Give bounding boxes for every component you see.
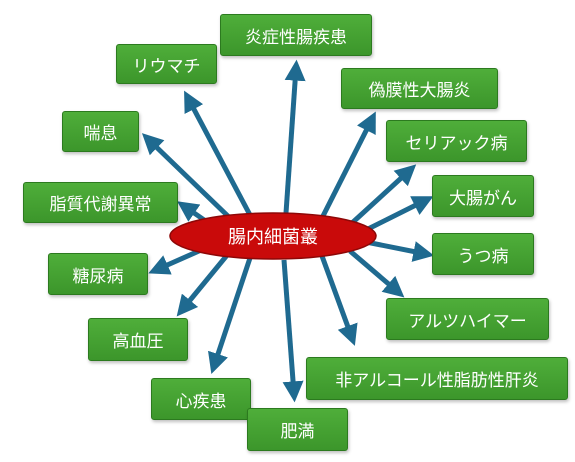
node-heart-disease: 心疾患	[151, 378, 251, 420]
node-ibd-label: 炎症性腸疾患	[245, 27, 347, 48]
node-colon-cancer-label: 大腸がん	[449, 188, 517, 209]
node-depression-label: うつ病	[457, 246, 509, 267]
node-asthma: 喘息	[62, 111, 139, 152]
arrow-to-obesity	[281, 259, 304, 403]
node-hypertension: 高血圧	[88, 318, 188, 361]
arrow-to-heart-disease	[208, 257, 253, 374]
node-asthma-label: 喘息	[83, 124, 118, 144]
node-nafld: 非アルコール性脂肪性肝炎	[306, 357, 568, 400]
node-celiac-label: セリアック病	[405, 133, 508, 154]
node-pseudomembranous-colitis: 偽膜性大腸炎	[341, 68, 498, 109]
node-diabetes-label: 糖尿病	[72, 266, 124, 287]
arrow-to-depression	[365, 239, 435, 262]
node-heart-disease-label: 心疾患	[175, 391, 227, 412]
node-pseudomembranous-colitis-label: 偽膜性大腸炎	[368, 81, 471, 101]
node-celiac: セリアック病	[386, 120, 527, 162]
arrow-to-colon-cancer	[364, 196, 434, 233]
node-nafld-label: 非アルコール性脂肪性肝炎	[335, 371, 539, 391]
node-rheumatism-label: リウマチ	[132, 56, 201, 77]
arrow-to-rheumatism	[184, 90, 253, 217]
node-ibd: 炎症性腸疾患	[220, 14, 372, 56]
node-obesity-label: 肥満	[280, 422, 315, 442]
node-depression: うつ病	[432, 233, 534, 275]
arrow-to-ibd	[283, 59, 306, 214]
arrow-to-hypertension	[176, 252, 230, 317]
center-ellipse	[169, 212, 377, 260]
node-alzheimers: アルツハイマー	[386, 298, 549, 340]
node-dyslipidemia: 脂質代謝異常	[23, 182, 178, 223]
arrow-to-alzheimers	[348, 249, 405, 298]
arrow-to-pseudomembranous-colitis	[319, 111, 376, 220]
arrow-to-celiac	[350, 164, 417, 225]
arrow-to-nafld	[319, 255, 358, 346]
node-diabetes: 糖尿病	[48, 253, 148, 295]
node-obesity: 肥満	[247, 408, 348, 451]
node-alzheimers-label: アルツハイマー	[408, 311, 527, 332]
node-dyslipidemia-label: 脂質代謝異常	[49, 195, 152, 215]
node-rheumatism: リウマチ	[116, 44, 217, 84]
arrow-to-asthma	[141, 133, 234, 222]
node-colon-cancer: 大腸がん	[432, 175, 534, 217]
node-hypertension-label: 高血圧	[112, 332, 164, 352]
